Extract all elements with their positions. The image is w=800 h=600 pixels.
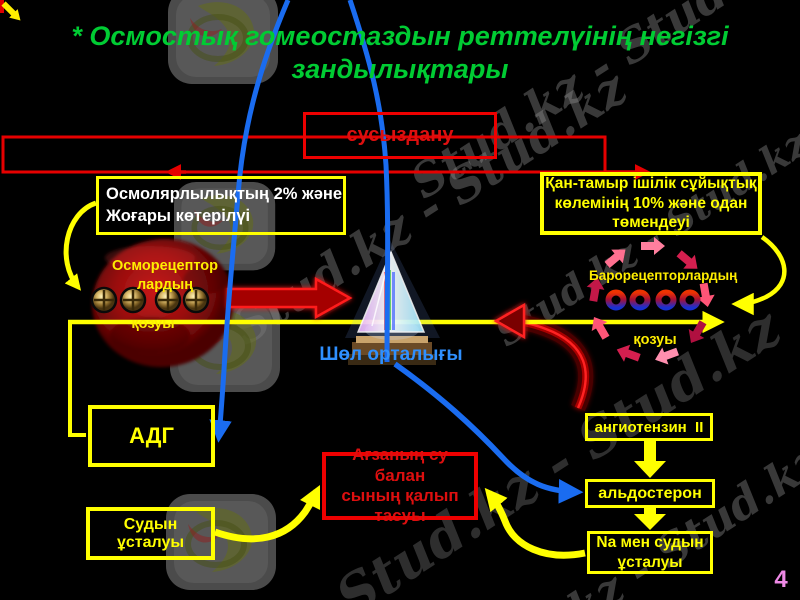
waterretention-to-balance-arrow — [213, 484, 321, 543]
center-to-aldosterone-blue-arrow — [393, 361, 584, 504]
baroreceptor-excite-label: қозуы — [633, 332, 677, 348]
water-balance-line3: тасуы — [374, 506, 426, 526]
slide-title-line1: * Осмостық гомеостаздын реттелүінің негі… — [71, 21, 729, 51]
baroreceptor-label: Барорецепторлардың — [589, 268, 738, 283]
osmoreceptor-cells-icon — [90, 286, 210, 314]
na-to-balance-arrow — [484, 487, 586, 559]
baroreceptor-cells-icon — [605, 289, 701, 311]
angiotensin-to-aldosterone-arrow — [634, 441, 666, 478]
right-blue-curve-to-center — [347, 0, 391, 363]
osmolarity-line2: Жоғары көтерілүі — [106, 206, 251, 225]
osmoreceptor-label: Осморецептор лардың — [100, 257, 230, 295]
water-retention-box: Судын ұсталуы — [86, 507, 215, 560]
left-blue-curve-to-adh — [209, 0, 291, 443]
na-water-line1: Na мен судын — [596, 534, 704, 552]
na-water-retention-box: Na мен судын ұсталуы — [587, 531, 713, 574]
dehydration-label: сусыздану — [346, 124, 454, 146]
angiotensin-label: ангиотензин II — [594, 418, 704, 436]
dehydration-box: сусыздану — [303, 112, 497, 159]
slide-title-line2: зандылықтары — [291, 53, 509, 84]
blood-volume-line3: төмендеуі — [612, 214, 690, 232]
page-number: 4 — [774, 566, 788, 593]
bloodvolume-to-baroreceptor-arrow — [731, 235, 787, 316]
adh-loop-line — [68, 322, 86, 437]
aldosterone-to-na-arrow — [634, 508, 666, 530]
water-balance-line2: сының қалып — [341, 486, 459, 505]
blood-volume-line2: көлемінің 10% және одан — [554, 194, 748, 212]
yellow-pointer-arrow-icon — [0, 0, 21, 21]
osmoreceptor-line2: лардың — [136, 276, 194, 293]
osmolarity-box: Осмолярлылықтың 2% және Жоғары көтерілүі — [96, 176, 346, 235]
osmolarity-to-osmoreceptor-arrow — [63, 200, 97, 291]
feedback-red-arrowhead — [493, 302, 526, 340]
aldosterone-box: альдостерон — [585, 479, 715, 508]
water-retention-label: Судын ұсталуы — [116, 515, 185, 551]
adh-box: АДГ — [88, 405, 215, 467]
thirst-center-label: Шөл орталығы — [319, 344, 463, 365]
osmolarity-line1: Осмолярлылықтың 2% және — [106, 185, 343, 204]
water-balance-box: Ағзаның су балан сының қалып тасуы — [322, 445, 478, 525]
blood-volume-line1: Қан-тамыр ішілік сұйықтық — [545, 175, 757, 193]
aldosterone-label: альдостерон — [598, 484, 702, 502]
slide-title: * Осмостық гомеостаздын реттелүінің негі… — [0, 20, 800, 86]
osmoreceptor-line1: Осморецептор — [111, 258, 219, 274]
water-balance-line1: Ағзаның су балан — [352, 445, 448, 485]
osmo-to-center-red-arrow — [226, 276, 353, 320]
blood-volume-box: Қан-тамыр ішілік сұйықтық көлемінің 10% … — [540, 172, 762, 235]
angiotensin-box: ангиотензин II — [585, 413, 713, 441]
na-water-line2: ұсталуы — [617, 553, 683, 571]
adh-label: АДГ — [129, 423, 174, 448]
osmoreceptor-excite-label: қозуы — [131, 316, 175, 332]
